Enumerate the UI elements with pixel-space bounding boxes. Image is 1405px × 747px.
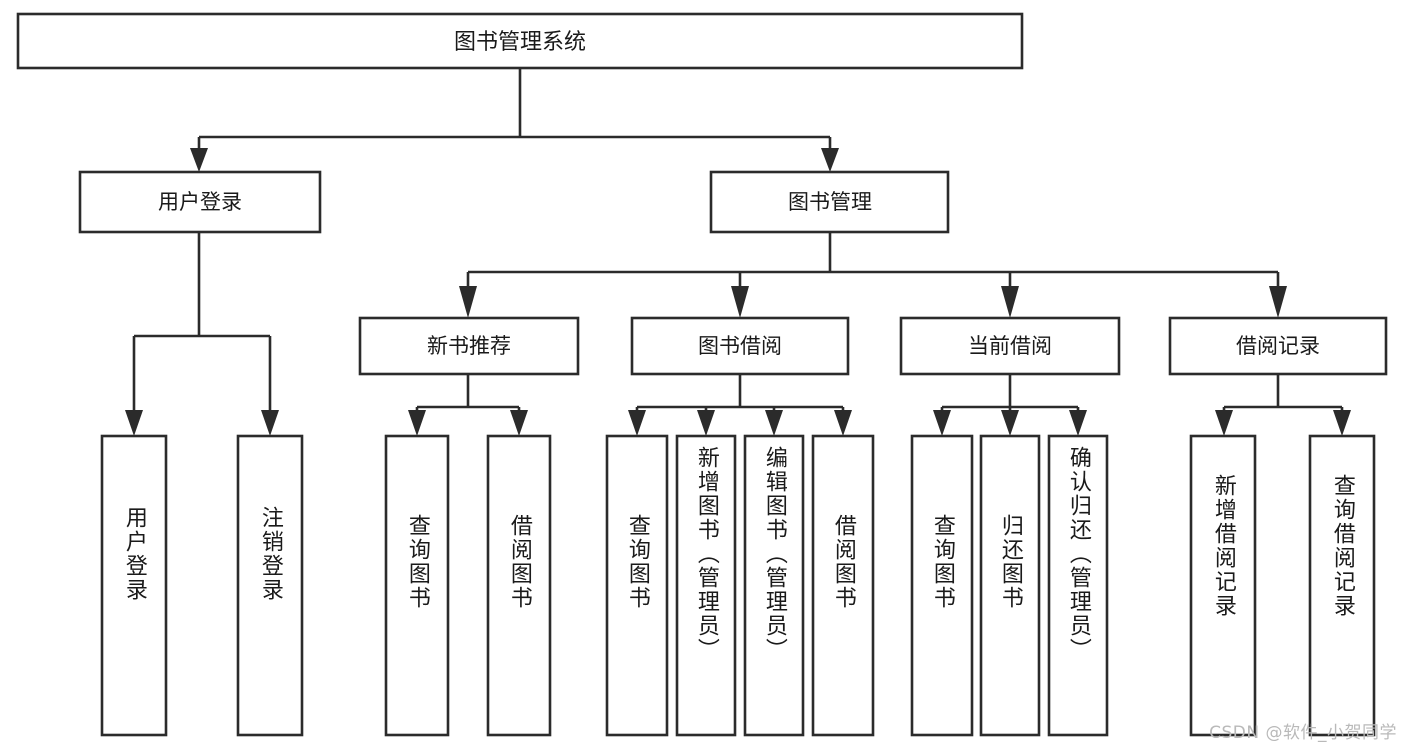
node-leaf-borrow-book-1-box[interactable] bbox=[486, 434, 552, 737]
node-leaf-query-book-3-box[interactable] bbox=[910, 434, 974, 737]
node-book-borrow-label: 图书借阅 bbox=[698, 334, 782, 358]
node-borrow-record[interactable]: 借阅记录 bbox=[1168, 316, 1388, 376]
node-new-book-recommend-box[interactable] bbox=[358, 316, 580, 376]
node-root-box[interactable] bbox=[16, 12, 1024, 70]
arrow-head-leaf-borrow-book-1 bbox=[510, 410, 528, 436]
node-book-manage-label: 图书管理 bbox=[788, 190, 872, 214]
node-leaf-query-record-box[interactable] bbox=[1308, 434, 1376, 737]
arrow-head-leaf-borrow-book-2 bbox=[834, 410, 852, 436]
node-book-manage-box[interactable] bbox=[709, 170, 950, 234]
node-book-borrow[interactable]: 图书借阅 bbox=[630, 316, 850, 376]
node-borrow-record-box[interactable] bbox=[1168, 316, 1388, 376]
arrow-head-book-borrow bbox=[731, 286, 749, 318]
node-book-borrow-box[interactable] bbox=[630, 316, 850, 376]
arrow-head-leaf-user-logout bbox=[261, 410, 279, 436]
arrow-head-leaf-add-book bbox=[697, 410, 715, 436]
node-borrow-record-label: 借阅记录 bbox=[1236, 334, 1320, 358]
arrow-head-leaf-return-book bbox=[1001, 410, 1019, 436]
node-current-borrow[interactable]: 当前借阅 bbox=[899, 316, 1121, 376]
arrow-head-user-login bbox=[190, 148, 208, 172]
node-user-login[interactable]: 用户登录 bbox=[78, 170, 322, 234]
arrow-head-leaf-query-record bbox=[1333, 410, 1351, 436]
arrow-head-new-book-recommend bbox=[459, 286, 477, 318]
arrow-head-leaf-query-book-2 bbox=[628, 410, 646, 436]
node-current-borrow-label: 当前借阅 bbox=[968, 334, 1052, 358]
node-root-label: 图书管理系统 bbox=[454, 30, 586, 55]
node-leaf-add-record-box[interactable] bbox=[1189, 434, 1257, 737]
node-book-manage[interactable]: 图书管理 bbox=[709, 170, 950, 234]
node-root[interactable]: 图书管理系统 bbox=[16, 12, 1024, 70]
node-user-login-box[interactable] bbox=[78, 170, 322, 234]
node-leaf-query-book-2-box[interactable] bbox=[605, 434, 669, 737]
node-leaf-confirm-return-box[interactable] bbox=[1047, 434, 1109, 737]
arrow-head-leaf-user-login bbox=[125, 410, 143, 436]
arrow-head-leaf-query-book-3 bbox=[933, 410, 951, 436]
node-leaf-borrow-book-2-box[interactable] bbox=[811, 434, 875, 737]
node-leaf-user-logout-box[interactable] bbox=[236, 434, 304, 737]
arrow-head-current-borrow bbox=[1001, 286, 1019, 318]
node-user-login-label: 用户登录 bbox=[158, 190, 242, 214]
csdn-watermark: CSDN @软件_小贺同学 bbox=[1209, 723, 1397, 743]
node-leaf-add-book-box[interactable] bbox=[675, 434, 737, 737]
node-new-book-recommend[interactable]: 新书推荐 bbox=[358, 316, 580, 376]
arrow-head-leaf-edit-book bbox=[765, 410, 783, 436]
arrow-head-borrow-record bbox=[1269, 286, 1287, 318]
node-leaf-edit-book-box[interactable] bbox=[743, 434, 805, 737]
node-leaf-query-book-1-box[interactable] bbox=[384, 434, 450, 737]
node-new-book-recommend-label: 新书推荐 bbox=[427, 334, 511, 358]
node-current-borrow-box[interactable] bbox=[899, 316, 1121, 376]
connector-group bbox=[125, 68, 1351, 436]
arrow-head-leaf-confirm-return bbox=[1069, 410, 1087, 436]
node-leaf-user-login-box[interactable] bbox=[100, 434, 168, 737]
arrow-head-leaf-add-record bbox=[1215, 410, 1233, 436]
arrow-head-leaf-query-book-1 bbox=[408, 410, 426, 436]
node-leaf-return-book-box[interactable] bbox=[979, 434, 1041, 737]
arrow-head-book-manage bbox=[821, 148, 839, 172]
